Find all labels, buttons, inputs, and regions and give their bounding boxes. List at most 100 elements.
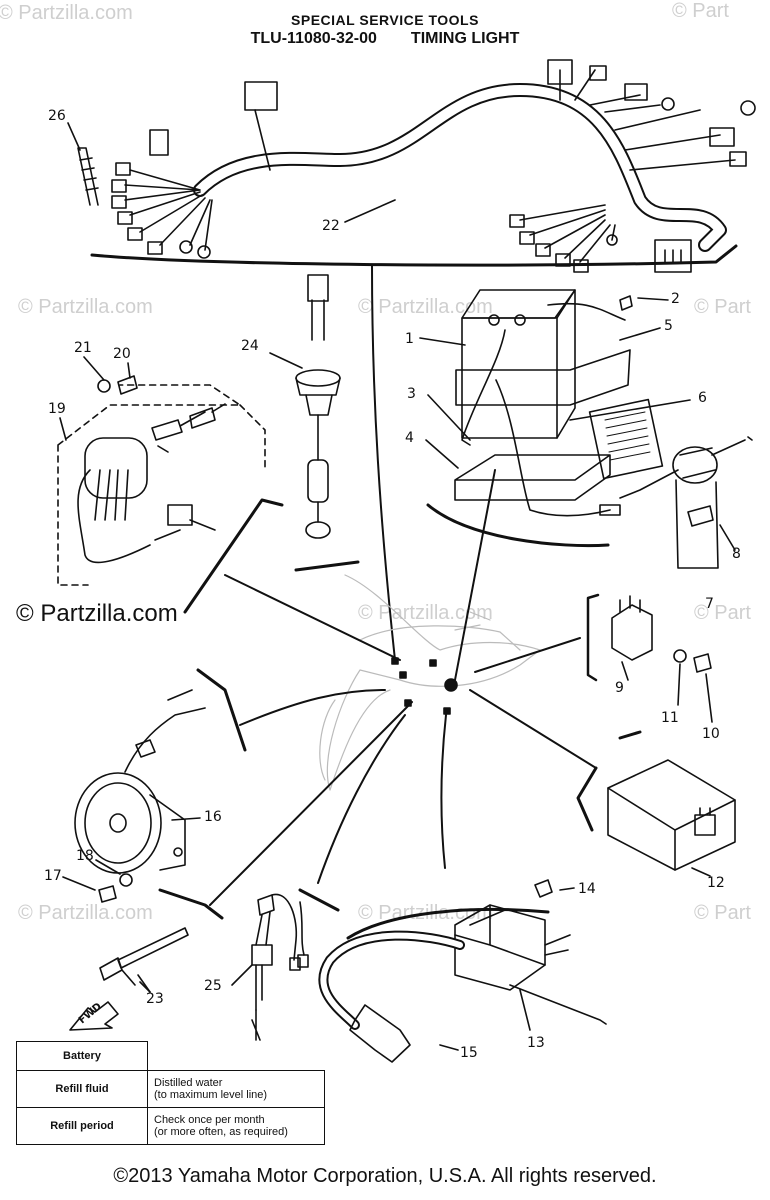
- neutral-switch[interactable]: [251, 893, 309, 1041]
- callout-13: 13: [527, 1035, 545, 1051]
- callout-2: 2: [671, 291, 680, 307]
- group-bracket: [298, 888, 340, 912]
- ignition-keys[interactable]: [151, 403, 226, 453]
- callout-6: 6: [698, 390, 707, 406]
- mount-point: [444, 678, 458, 692]
- leader: [691, 867, 711, 877]
- tool-number: TLU-11080-32-00: [250, 30, 377, 47]
- mount-point: [443, 707, 451, 715]
- callout-19: 19: [48, 401, 66, 417]
- callout-26: 26: [48, 108, 66, 124]
- washer[interactable]: [673, 649, 687, 663]
- group-bracket: [294, 560, 360, 572]
- battery-spec-table: Battery Refill fluid Distilled water (to…: [16, 1041, 325, 1145]
- connector-lines: [209, 469, 597, 906]
- table-row: Refill period Check once per month (or m…: [16, 1107, 325, 1145]
- callout-14: 14: [578, 881, 596, 897]
- table-header: Battery: [16, 1041, 148, 1071]
- callout-23: 23: [146, 991, 164, 1007]
- relay[interactable]: [611, 595, 653, 661]
- callout-7: 7: [705, 596, 714, 612]
- header-tool-line: TLU-11080-32-00 TIMING LIGHT: [0, 30, 770, 48]
- wire-harness[interactable]: [111, 59, 756, 273]
- screw[interactable]: [117, 375, 138, 395]
- callout-1: 1: [405, 331, 414, 347]
- leader: [62, 817, 201, 891]
- callout-15: 15: [460, 1045, 478, 1061]
- group-bracket: [183, 498, 284, 614]
- row-value-line2: (to maximum level line): [154, 1089, 268, 1101]
- plug-cap-cable[interactable]: [318, 930, 465, 1063]
- row-value-line1: Check once per month: [154, 1114, 265, 1126]
- watermark: © Partzilla.com: [18, 902, 153, 924]
- battery[interactable]: [461, 289, 626, 446]
- callout-20: 20: [113, 346, 131, 362]
- callout-4: 4: [405, 430, 414, 446]
- callout-10: 10: [702, 726, 720, 742]
- group-bracket: [618, 730, 642, 740]
- group-bracket: [158, 888, 224, 920]
- starter-relay[interactable]: [619, 436, 753, 499]
- battery-band[interactable]: [455, 349, 631, 406]
- group-outline: [57, 384, 266, 586]
- callout-9: 9: [615, 680, 624, 696]
- leader: [269, 352, 303, 369]
- bolt[interactable]: [98, 885, 117, 903]
- callout-8: 8: [732, 546, 741, 562]
- header-title: SPECIAL SERVICE TOOLS: [291, 12, 479, 28]
- watermark: © Part: [694, 296, 751, 318]
- watermark: © Part: [694, 902, 751, 924]
- group-bracket: [90, 244, 738, 267]
- washer[interactable]: [119, 873, 133, 887]
- fwd-arrow-icon: [69, 1001, 119, 1031]
- warning-label[interactable]: [588, 398, 664, 480]
- tool-name: TIMING LIGHT: [410, 30, 520, 47]
- leader: [231, 964, 253, 986]
- watermark-large: © Partzilla.com: [16, 600, 178, 627]
- battery-case[interactable]: [454, 454, 611, 501]
- table-row: Refill fluid Distilled water (to maximum…: [16, 1070, 325, 1108]
- ignition-switch[interactable]: [77, 437, 216, 564]
- motorcycle-outline: [319, 574, 541, 791]
- watermark: © Part: [694, 602, 751, 624]
- leader: [419, 297, 691, 469]
- row-value-line1: Distilled water: [154, 1077, 223, 1089]
- callout-16: 16: [204, 809, 222, 825]
- ignition-coil[interactable]: [454, 904, 607, 1025]
- fuse-holder[interactable]: [599, 504, 621, 516]
- connector-line: [371, 264, 396, 661]
- callout-24: 24: [241, 338, 259, 354]
- callout-3: 3: [407, 386, 416, 402]
- callout-11: 11: [661, 710, 679, 726]
- nut[interactable]: [534, 879, 553, 898]
- leader: [59, 356, 131, 441]
- group-bracket: [586, 593, 600, 682]
- callout-18: 18: [76, 848, 94, 864]
- callout-21: 21: [74, 340, 92, 356]
- leader: [675, 479, 719, 569]
- watermark: © Partzilla.com: [18, 296, 153, 318]
- mount-point: [399, 671, 407, 679]
- row-value-line2: (or more often, as required): [154, 1126, 288, 1138]
- wire-clamp[interactable]: [77, 147, 99, 206]
- callout-17: 17: [44, 868, 62, 884]
- group-bracket: [196, 668, 247, 752]
- leader: [439, 887, 575, 1051]
- vent-hose[interactable]: [495, 379, 611, 517]
- washer[interactable]: [97, 379, 111, 393]
- callout-12: 12: [707, 875, 725, 891]
- leader: [137, 974, 151, 993]
- main-switch[interactable]: [295, 274, 341, 539]
- screw[interactable]: [693, 653, 712, 673]
- fuse[interactable]: [687, 505, 714, 527]
- leader: [719, 524, 736, 551]
- fwd-label: FWD: [77, 1001, 104, 1026]
- flasher-relay[interactable]: [607, 759, 736, 871]
- leader: [621, 661, 713, 723]
- callout-5: 5: [664, 318, 673, 334]
- mount-point: [429, 659, 437, 667]
- bolt[interactable]: [619, 295, 633, 311]
- group-bracket: [576, 766, 598, 832]
- horn[interactable]: [74, 689, 206, 874]
- row-label: Refill period: [16, 1107, 148, 1145]
